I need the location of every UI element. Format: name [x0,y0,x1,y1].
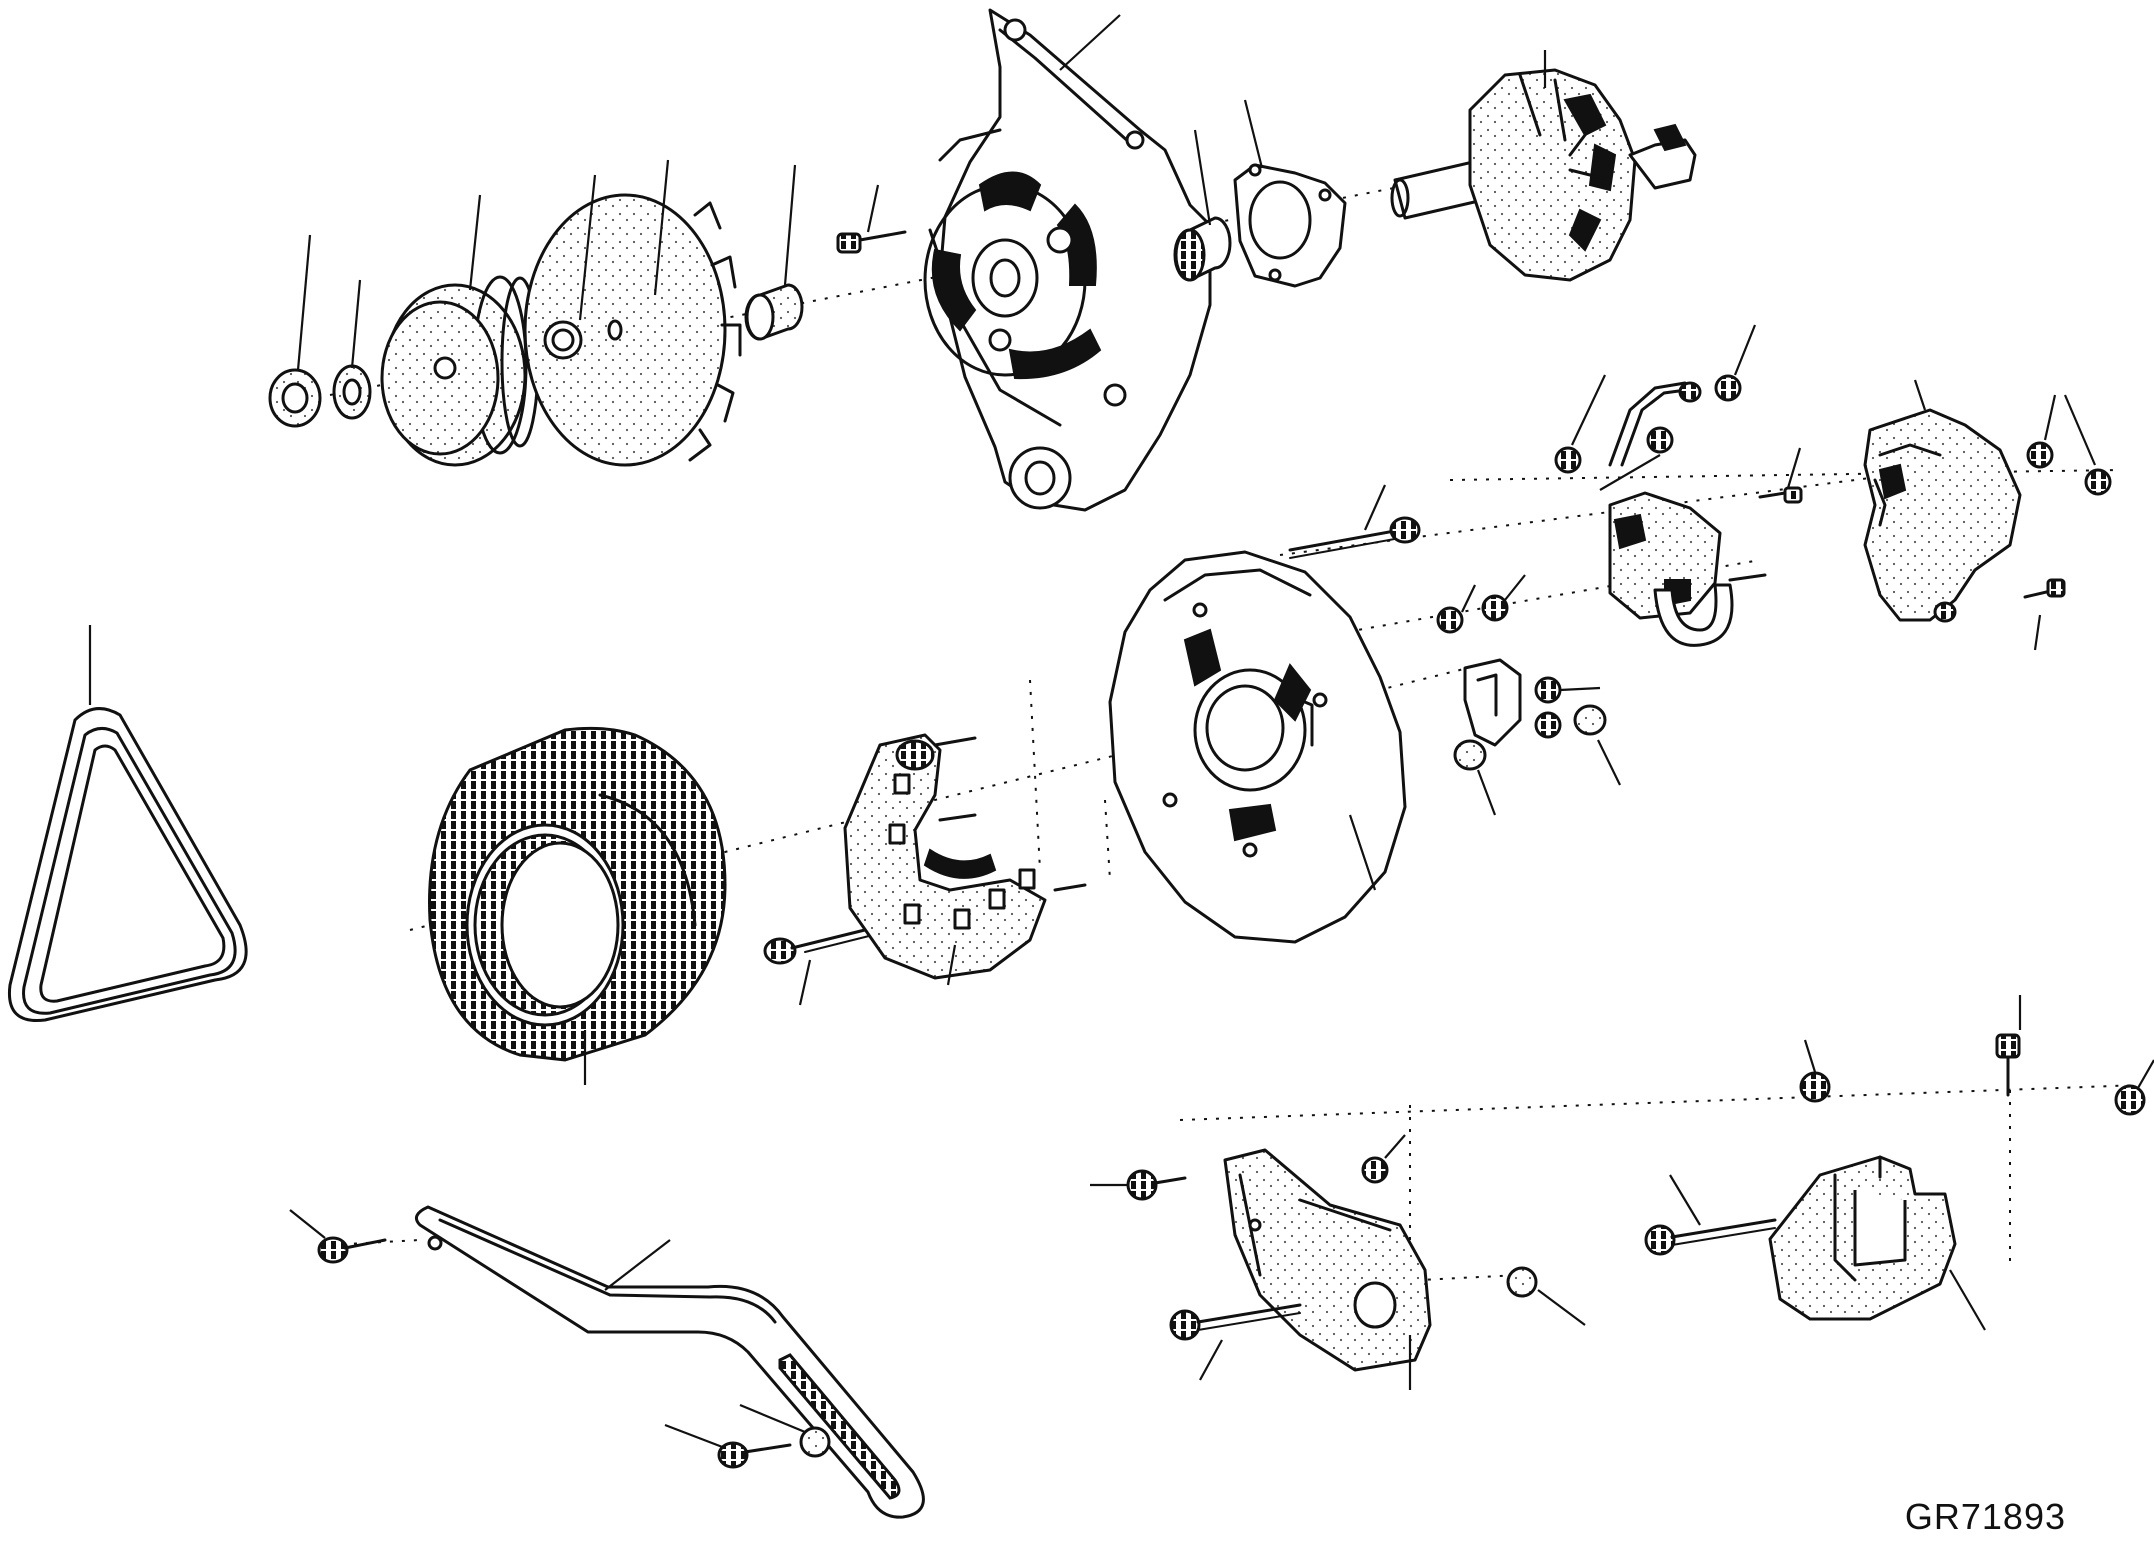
leader-line [1571,374,1606,446]
leader-line [664,1423,726,1450]
leader-line [2033,614,2042,651]
terminal-nut [1436,606,1464,634]
leader-line [468,194,482,291]
leader-line [1363,484,1387,531]
leader-line [739,1403,806,1434]
leader-line [1803,1039,1817,1073]
bracket-nut [1361,1156,1389,1184]
slip-ring-end-housing [1108,550,1407,944]
leader-line [1461,584,1476,613]
leader-line [2137,1059,2154,1089]
leader-line [653,159,670,296]
support-bracket-nut [2114,1084,2146,1116]
support-bracket-nut [1799,1071,1831,1103]
cover-screw [2023,578,2066,599]
leader-line [604,1239,671,1291]
adjusting-arm [414,1205,925,1519]
lead-nut [1714,374,1742,402]
leader-line [866,184,880,233]
support-bracket [1768,1155,1957,1321]
bracket-bolt [1126,1169,1187,1201]
leader-line [1537,1289,1586,1326]
stator [428,726,727,1062]
leader-line [1599,454,1661,491]
leader-line [1786,447,1802,489]
leader-line [1597,739,1621,786]
leader-line [1384,1134,1406,1159]
cover-nut [2084,468,2112,496]
suppressor-lead [1608,381,1702,467]
leader-line [1669,1174,1701,1226]
leader-line [1733,324,1757,376]
leader-line [1949,1269,1986,1331]
cooling-fan [523,193,742,467]
terminal-insulator [1453,676,1607,771]
rectifier-heat-sink [843,733,1087,980]
spacer-collar [744,283,804,341]
leader-line [350,279,362,369]
bracket-long-bolt [1169,1303,1302,1341]
mounting-bracket [1223,1148,1432,1372]
lead-nut [1554,446,1582,474]
voltage-regulator [1608,491,1767,647]
leader-line [296,234,312,371]
terminal-bracket [1463,658,1522,747]
leader-line [1348,814,1377,891]
regulator-screw [1758,486,1803,504]
leader-line [783,164,797,286]
rear-cover [1863,408,2022,623]
leader-line [1476,769,1497,816]
bracket-washer-nut [1506,1266,1538,1298]
drawing-code: GR71893 [1904,1496,2066,1537]
adjusting-arm-nut [799,1426,831,1458]
bearing-retainer-plate [1233,163,1347,288]
lead-nut [1646,426,1674,454]
leader-line [1913,379,1927,411]
drive-belt [7,707,248,1023]
cover-nut [2026,441,2054,469]
leader-line [1504,574,1526,601]
rotor [1390,68,1697,282]
drive-end-housing [923,8,1212,512]
support-bracket-bolt [1644,1218,1777,1256]
leader-line [2063,394,2097,466]
terminal-nut [1481,594,1509,622]
support-bracket-screw [1995,1033,2021,1097]
leader-line [2043,394,2057,441]
adjusting-arm-screw [717,1441,792,1469]
leader-line [1559,686,1601,692]
leader-line [1199,1339,1223,1381]
pulley-nut [268,368,322,428]
leader-line [1059,14,1121,71]
leader-line [289,1209,326,1239]
pulley [380,275,540,467]
adjusting-arm-bolt [317,1236,387,1264]
front-bearing [1173,216,1232,282]
leader-line [1243,99,1264,169]
leader-line [578,174,597,321]
through-bolt [1288,516,1421,559]
drive-end-screw [836,230,907,254]
leader-line [798,959,812,1006]
leader-line [946,944,957,986]
lock-washer [332,364,372,420]
leader-line [1193,129,1212,226]
